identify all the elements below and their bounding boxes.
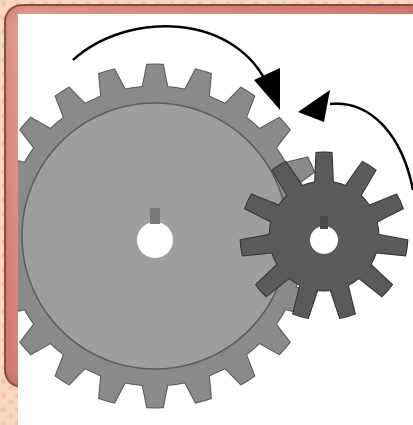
gear-svg <box>18 25 413 409</box>
clockwise-arrow-icon <box>72 25 272 91</box>
counter-clockwise-arrow-icon <box>329 102 413 191</box>
gear-diagram <box>18 14 413 425</box>
counter-clockwise-arrowhead-icon <box>298 90 330 122</box>
small-gear-axle-hole <box>310 226 338 254</box>
large-gear-keyway <box>150 208 160 224</box>
small-gear-keyway <box>320 216 328 229</box>
large-gear <box>18 63 327 409</box>
small-gear <box>239 151 409 320</box>
large-gear-axle-hole <box>137 222 173 258</box>
clockwise-arrowhead-icon <box>254 68 280 110</box>
